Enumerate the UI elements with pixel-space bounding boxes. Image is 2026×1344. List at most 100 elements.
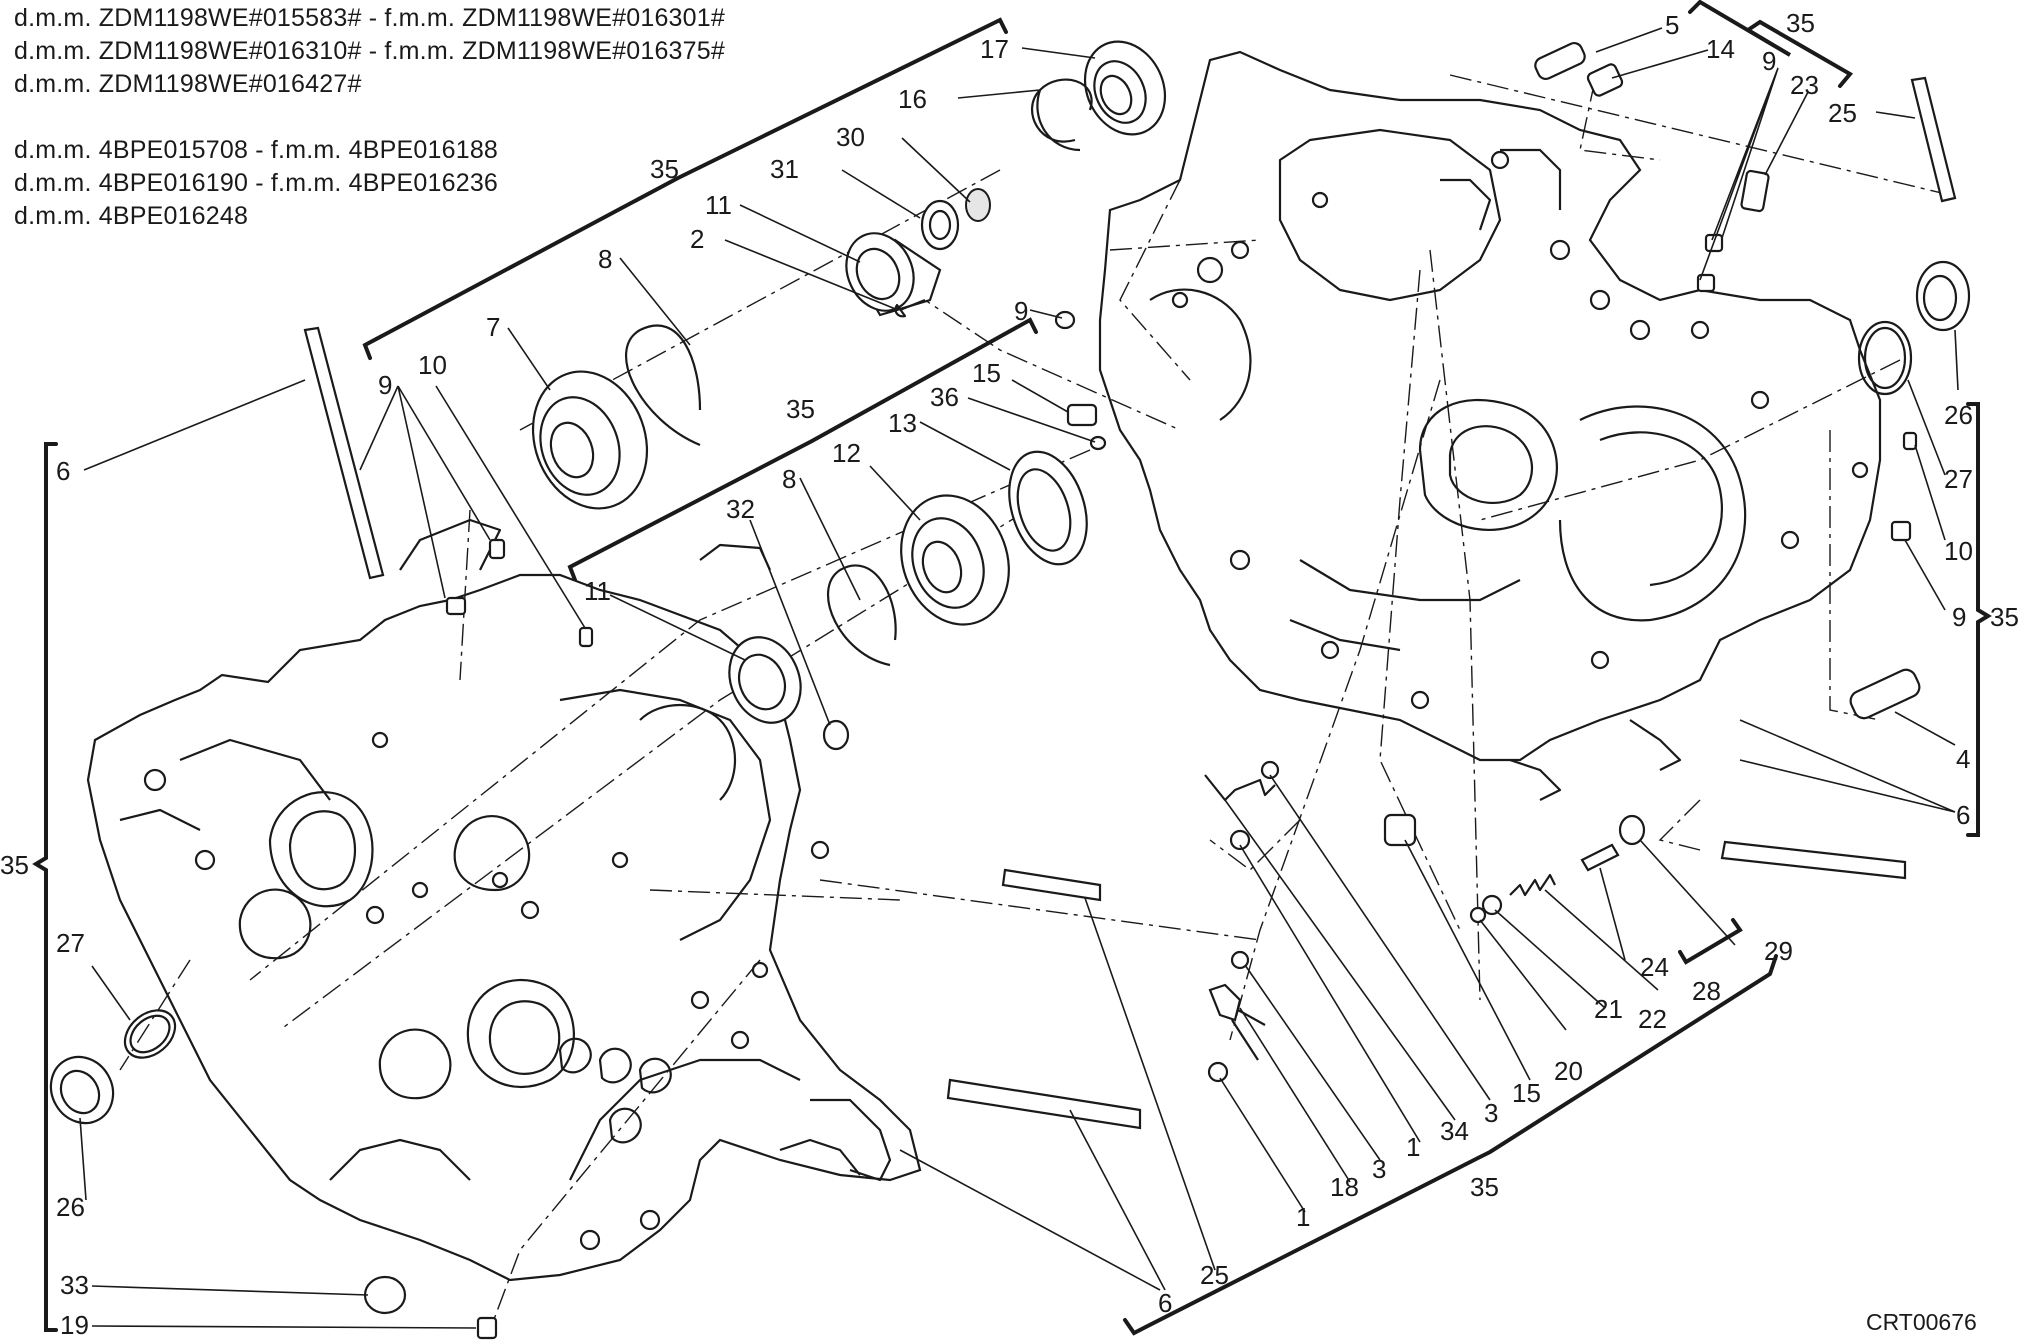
screw-1-upper (1229, 829, 1251, 851)
washer-21 (1481, 894, 1503, 916)
pin-10-left (578, 626, 594, 648)
seal-13 (1008, 450, 1088, 566)
plug-9-right (1890, 520, 1912, 542)
callout-29: 29 (1764, 936, 1793, 966)
callout-19: 19 (60, 1310, 89, 1340)
seal-31 (920, 199, 960, 251)
callout-35-right: 35 (1990, 602, 2019, 632)
oring-27-right (1857, 320, 1913, 396)
plug-19 (476, 1316, 498, 1340)
callout-13: 13 (888, 408, 917, 438)
callout-12: 12 (832, 438, 861, 468)
nozzle-34-upper (1204, 774, 1276, 802)
dowel-15-low (1383, 813, 1417, 847)
screw-2 (894, 298, 926, 318)
callout-9-top-right: 9 (1762, 46, 1776, 76)
plug-9-left-a (445, 596, 467, 616)
callout-6-left: 6 (56, 456, 70, 486)
stud-25-top (1910, 76, 1957, 203)
callout-23: 23 (1790, 70, 1819, 100)
callout-1-upper: 1 (1406, 1132, 1420, 1162)
loose-parts (49, 40, 1971, 1340)
plug-9-b (1696, 273, 1716, 293)
right-crankcase (1098, 50, 1882, 801)
fitting-23 (1740, 169, 1770, 213)
callout-30: 30 (836, 122, 865, 152)
callout-26-left: 26 (56, 1192, 85, 1222)
dowel-9-top (1054, 310, 1076, 330)
plug-33 (363, 1275, 407, 1315)
pin-36 (1089, 435, 1107, 451)
callout-25-bottom: 25 (1200, 1260, 1229, 1290)
spring-22 (1509, 873, 1556, 897)
callout-16: 16 (898, 84, 927, 114)
callout-28: 28 (1692, 976, 1721, 1006)
circlip-16 (1030, 78, 1093, 152)
callout-20: 20 (1554, 1056, 1583, 1086)
bushing-11-mid (728, 636, 802, 724)
callout-17: 17 (980, 34, 1009, 64)
screw-1-lower (1207, 1061, 1229, 1083)
callout-8-mid: 8 (782, 464, 796, 494)
callout-7: 7 (486, 312, 500, 342)
pin-10-right (1902, 431, 1918, 451)
bracket-middle (567, 317, 1038, 582)
callout-11-top: 11 (705, 190, 732, 220)
callout-11-mid: 11 (584, 576, 611, 606)
callout-labels: 17 16 30 31 35 11 2 8 7 9 10 6 35 15 36 … (0, 8, 2019, 1340)
callout-10-left: 10 (418, 350, 447, 380)
note-line: d.m.m. 4BPE016248 (14, 202, 249, 230)
dowel-14 (1586, 63, 1624, 97)
washer-29 (1618, 814, 1646, 846)
screw-3-upper (1260, 760, 1280, 780)
callout-14: 14 (1706, 34, 1735, 64)
left-crankcase (86, 518, 922, 1282)
bracket-top-right-2 (1746, 19, 1854, 88)
callout-4: 4 (1956, 744, 1970, 774)
bearing-17 (1083, 40, 1167, 136)
screw-3-lower (1230, 950, 1250, 970)
drawing-code: CRT00676 (1866, 1309, 1977, 1335)
bearing-7 (531, 370, 649, 510)
bracket-28 (1678, 918, 1743, 965)
dowel-5 (1534, 41, 1586, 81)
callout-6-right: 6 (1956, 800, 1970, 830)
note-line: d.m.m. ZDM1198WE#015583# - f.m.m. ZDM119… (14, 4, 725, 32)
callout-24: 24 (1640, 952, 1669, 982)
bracket-right (1966, 402, 1992, 837)
circlip-8-mid (827, 564, 897, 667)
plug-9-left-b (488, 538, 506, 560)
stud-6-lower (946, 1078, 1142, 1130)
nozzle-18-lower (1208, 983, 1242, 1022)
callout-9-right: 9 (1952, 602, 1966, 632)
callout-3-lower: 3 (1372, 1154, 1386, 1184)
callout-35-left: 35 (0, 850, 29, 880)
bracket-left (32, 442, 58, 1332)
callout-10-right: 10 (1944, 536, 1973, 566)
circlip-8-top (624, 324, 702, 447)
plug-24 (1580, 843, 1620, 872)
callout-35-middle: 35 (786, 394, 815, 424)
dowel-32 (822, 719, 850, 751)
plug-26-left (49, 1055, 115, 1125)
callout-27-left: 27 (56, 928, 85, 958)
seal-30 (965, 188, 991, 222)
callout-3-upper: 3 (1484, 1098, 1498, 1128)
callout-35-bottom: 35 (1470, 1172, 1499, 1202)
stud-6-left (303, 326, 385, 580)
callout-22: 22 (1638, 1004, 1667, 1034)
ball-20 (1469, 906, 1487, 924)
plug-26-right (1915, 260, 1971, 332)
callout-5: 5 (1665, 10, 1679, 40)
callout-31: 31 (770, 154, 799, 184)
part-group-brackets (32, 0, 1992, 1336)
callout-36: 36 (930, 382, 959, 412)
bracket-top-right (1688, 0, 1792, 57)
callout-9-top: 9 (1014, 296, 1028, 326)
dowel-15-top (1066, 403, 1098, 427)
note-line: d.m.m. ZDM1198WE#016427# (14, 70, 362, 98)
callout-35-top-right: 35 (1786, 8, 1815, 38)
callout-21: 21 (1594, 994, 1623, 1024)
bearing-12 (900, 494, 1010, 626)
callout-2: 2 (690, 224, 704, 254)
